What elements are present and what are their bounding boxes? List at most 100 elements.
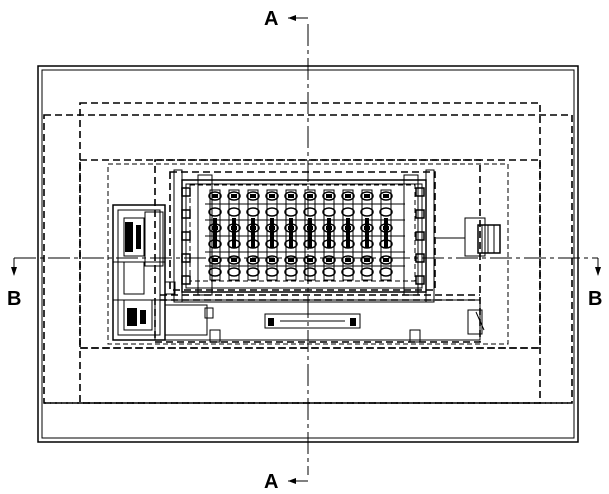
array-fitting — [246, 191, 260, 201]
array-fitting — [265, 255, 279, 265]
component-array — [181, 187, 425, 285]
array-fitting-core — [212, 194, 218, 198]
array-fitting — [246, 207, 260, 217]
array-fitting — [303, 267, 317, 277]
machine-frame — [154, 169, 481, 341]
array-fitting — [360, 267, 374, 277]
centerlines — [14, 24, 598, 475]
array-fitting-core — [288, 258, 294, 262]
array-fitting — [227, 207, 241, 217]
array-fitting-core — [231, 258, 237, 262]
array-fitting-core — [250, 258, 256, 262]
side-bracket — [415, 187, 425, 197]
array-fitting — [341, 191, 355, 201]
array-fitting-core — [383, 258, 389, 262]
array-fitting — [379, 255, 393, 265]
array-fitting — [360, 255, 374, 265]
array-fitting — [265, 207, 279, 217]
array-fitting-core — [231, 194, 237, 198]
array-fitting-core — [364, 258, 370, 262]
section-label-a-top: A — [264, 8, 278, 30]
array-column — [266, 189, 278, 281]
array-fitting-core — [345, 194, 351, 198]
array-fitting — [303, 255, 317, 265]
array-rod — [384, 218, 388, 248]
array-fitting — [379, 207, 393, 217]
array-fitting — [284, 267, 298, 277]
array-fitting — [227, 191, 241, 201]
array-fitting-core — [326, 194, 332, 198]
array-column — [380, 189, 392, 281]
array-fitting — [379, 191, 393, 201]
array-fitting — [303, 207, 317, 217]
section-label-b-right: B — [588, 288, 602, 310]
array-fitting-core — [307, 194, 313, 198]
array-fitting — [322, 255, 336, 265]
section-b-marker-right: B — [588, 258, 602, 310]
side-bracket — [415, 275, 425, 285]
side-bracket — [181, 209, 191, 219]
array-fitting-core — [345, 258, 351, 262]
array-fitting — [322, 207, 336, 217]
array-fitting — [246, 267, 260, 277]
array-fitting-core — [288, 194, 294, 198]
section-label-a-bottom: A — [264, 471, 278, 493]
array-fitting — [341, 255, 355, 265]
array-fitting — [284, 191, 298, 201]
side-bracket — [181, 275, 191, 285]
array-fitting — [246, 255, 260, 265]
array-column — [323, 189, 335, 281]
array-fitting-core — [212, 258, 218, 262]
array-column — [304, 189, 316, 281]
array-fitting — [341, 267, 355, 277]
array-column — [342, 189, 354, 281]
array-fitting-core — [326, 258, 332, 262]
side-bracket — [181, 231, 191, 241]
array-rod — [308, 218, 312, 248]
array-fitting — [265, 267, 279, 277]
array-fitting — [303, 191, 317, 201]
array-fitting — [360, 207, 374, 217]
array-rod — [232, 218, 236, 248]
left-unit — [112, 204, 208, 341]
array-column — [228, 189, 240, 281]
array-fitting — [208, 255, 222, 265]
array-rod — [270, 218, 274, 248]
array-column — [247, 189, 259, 281]
array-fitting — [322, 191, 336, 201]
array-fitting-core — [269, 194, 275, 198]
array-column — [209, 189, 221, 281]
array-fitting — [360, 191, 374, 201]
array-fitting — [265, 191, 279, 201]
array-fitting — [284, 207, 298, 217]
bottom-rail — [204, 307, 421, 343]
array-fitting — [208, 267, 222, 277]
section-a-marker-top: A — [264, 8, 308, 30]
array-rod — [213, 218, 217, 248]
array-fitting — [341, 207, 355, 217]
section-label-b-left: B — [7, 288, 21, 310]
section-b-marker-left: B — [7, 258, 21, 310]
array-fitting-core — [269, 258, 275, 262]
array-fitting — [208, 191, 222, 201]
array-column — [361, 189, 373, 281]
array-fitting-core — [364, 194, 370, 198]
array-column — [285, 189, 297, 281]
array-fitting — [284, 255, 298, 265]
right-unit — [436, 217, 501, 335]
array-rod — [251, 218, 255, 248]
side-bracket — [415, 231, 425, 241]
side-bracket — [181, 187, 191, 197]
array-rod — [327, 218, 331, 248]
array-fitting — [208, 207, 222, 217]
array-fitting — [379, 267, 393, 277]
array-rod — [346, 218, 350, 248]
section-a-marker-bottom: A — [264, 471, 308, 493]
side-bracket — [415, 209, 425, 219]
array-fitting — [227, 255, 241, 265]
array-fitting-core — [383, 194, 389, 198]
array-fitting — [227, 267, 241, 277]
array-fitting-core — [250, 194, 256, 198]
array-fitting-core — [307, 258, 313, 262]
